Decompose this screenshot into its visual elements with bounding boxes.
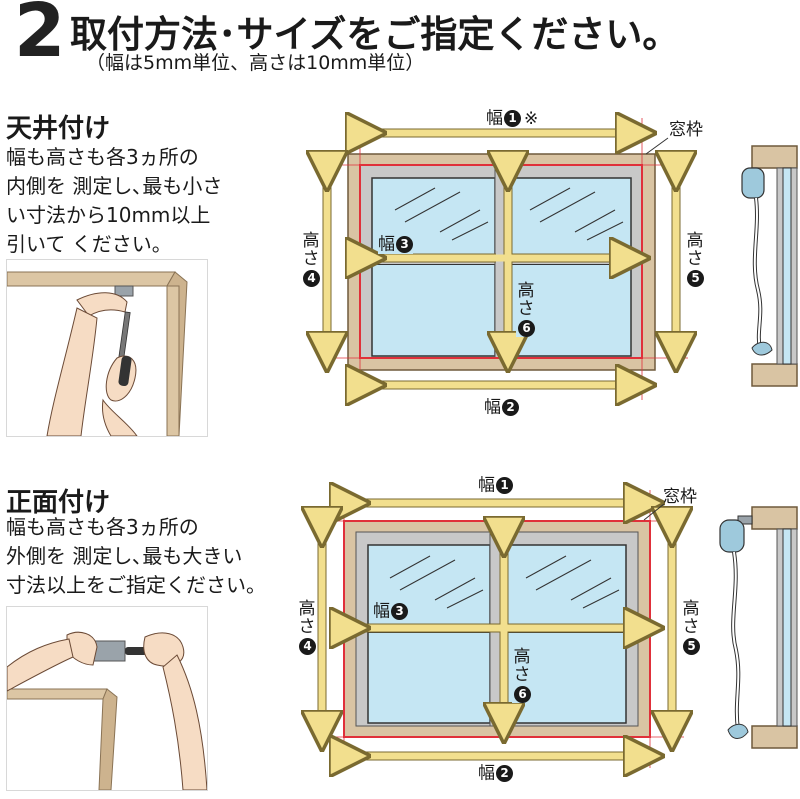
- step-title: 取付方法･サイズをご指定ください。: [70, 13, 680, 56]
- ceiling-mount-description: 幅も高さも各3ヵ所の 内側を 測定し､最も小さ い寸法から10mm以上 引いて …: [6, 143, 222, 259]
- bottom-frame-label: 窓枠: [663, 487, 697, 507]
- ceiling-window-diagram: [318, 118, 688, 400]
- step-number: 2: [14, 0, 66, 74]
- front-line: 外側を 測定し､最も大きい: [6, 544, 243, 568]
- ceiling-side-profile: [741, 145, 798, 387]
- ceiling-line: い寸法から10mm以上: [6, 203, 211, 227]
- ceiling-install-illustration: [6, 259, 208, 437]
- ceiling-line: 幅も高さも各3ヵ所の: [6, 145, 199, 169]
- front-mount-title: 正面付け: [6, 488, 111, 518]
- front-install-illustration: [6, 606, 208, 791]
- ceiling-line: 引いて ください。: [6, 232, 172, 256]
- front-side-profile: [719, 506, 798, 749]
- step-subtitle: （幅は5mm単位、高さは10mm単位）: [86, 52, 425, 74]
- front-line: 寸法以上をご指定ください。: [6, 573, 266, 597]
- ceiling-mount-title: 天井付け: [6, 114, 111, 144]
- front-window-diagram: [314, 490, 684, 768]
- ceiling-line: 内側を 測定し､最も小さ: [6, 174, 223, 198]
- front-mount-description: 幅も高さも各3ヵ所の 外側を 測定し､最も大きい 寸法以上をご指定ください。: [6, 513, 266, 600]
- top-frame-label: 窓枠: [669, 120, 703, 140]
- front-line: 幅も高さも各3ヵ所の: [6, 515, 199, 539]
